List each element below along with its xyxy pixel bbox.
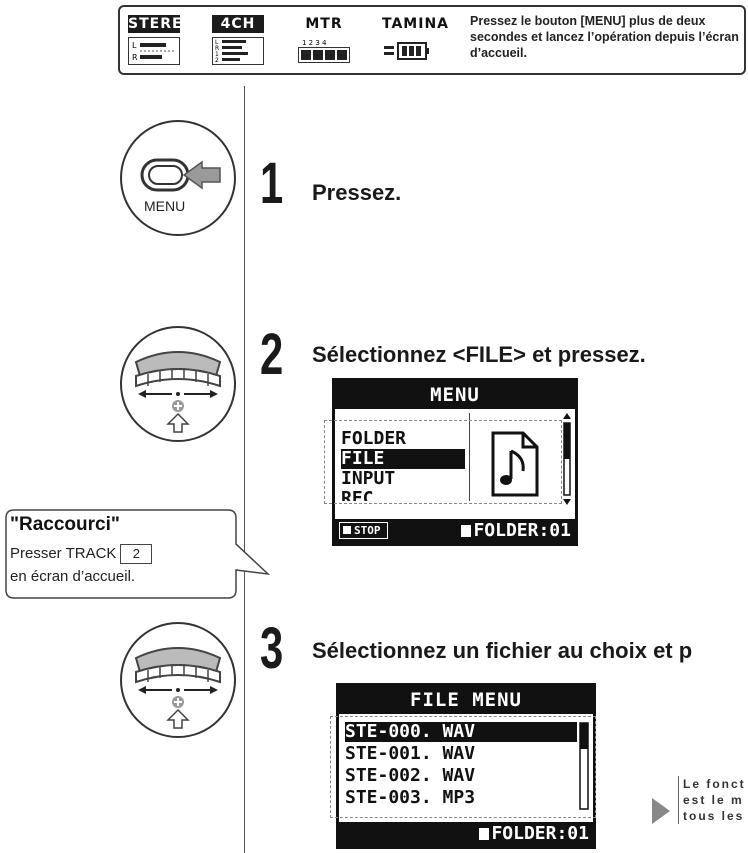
menu-lcd-screen: MENU FOLDER FILE INPUT REC STOP FOLDER:0… [332,378,578,546]
file-item-1: STE-001. WAV [345,743,476,764]
menu-folder-label: FOLDER:01 [473,520,571,541]
menu-selection-highlight [324,420,562,504]
menu-item-input: INPUT [341,468,396,489]
file-item-3: STE-003. MP3 [345,787,476,808]
stereo-ch-r: R [132,53,138,62]
4ch-ch-1: 1 [215,51,219,58]
stop-square-icon [343,526,351,534]
battery-icon [384,42,429,60]
menu-item-file: FILE [341,449,465,469]
folder-icon [479,828,490,840]
step-3-number: 3 [260,616,284,681]
mtr-track-numbers: 1 2 3 4 [302,39,327,47]
file-item-2: STE-002. WAV [345,765,476,786]
stereo-ch-l: L [132,41,137,50]
dial-illustration-step3 [120,622,236,738]
file-lcd-footer: FOLDER:01 [339,822,593,846]
stereo-meter-icon: L R [128,37,180,65]
dial-illustration-step2 [120,326,236,442]
file-folder-label: FOLDER:01 [491,823,589,844]
scroll-arrows-icon [563,413,571,505]
stop-label: STOP [354,524,381,537]
file-folder-indicator: FOLDER:01 [479,822,589,846]
step-2-text: Sélectionnez <FILE> et pressez. [312,342,646,367]
mode-4ch-label: 4CH [212,15,264,33]
file-item-0: STE-000. WAV [345,722,577,742]
scroll-dial-icon [134,351,222,433]
track-key: 2 [120,544,153,564]
file-scrollbar [579,722,589,815]
step-divider [244,86,245,853]
shortcut-line2: en écran d’accueil. [10,568,136,585]
mode-stereo: STEREO L R [128,15,196,69]
step-3-text: Sélectionnez un fichier au choix et p [312,638,693,663]
step-2-number: 2 [260,322,284,387]
callout-bubble [5,509,271,599]
menu-lcd-footer: STOP FOLDER:01 [335,519,575,543]
menu-button-label: MENU [144,198,186,214]
side-note-line3: tous les fi [683,809,748,823]
4ch-meter-icon: L R 1 2 [212,37,264,65]
file-menu-lcd-title: FILE MENU [339,686,593,714]
mode-stereo-label: STEREO [128,15,196,33]
mode-stamina: TAMINA [382,15,449,69]
4ch-ch-r: R [215,45,219,52]
menu-button-icon [140,158,221,192]
step-1-number: 1 [260,151,284,216]
side-note-line1: Le fonct [683,777,746,791]
side-note: Le fonct est le m tous les fi [678,776,748,824]
side-note-line2: est le m [683,793,744,807]
mode-bar: STEREO L R 4CH L R 1 2 MTR 1 2 3 4 [118,5,746,75]
menu-item-rec: REC [341,489,374,501]
scroll-dial-icon [134,647,222,729]
mode-4ch: 4CH L R 1 2 [212,15,264,69]
mtr-tracks-icon: 1 2 3 4 [298,39,350,63]
header-note: Pressez le bouton [MENU] plus de deux se… [470,14,739,60]
mode-mtr-label: MTR [305,16,343,32]
file-selection-highlight [330,716,596,818]
stop-indicator: STOP [339,522,388,539]
4ch-ch-l: L [215,39,219,46]
file-menu-lcd-screen: FILE MENU STE-000. WAV STE-001. WAV STE-… [336,683,596,849]
step-1-text: Pressez. [312,180,402,205]
menu-folder-indicator: FOLDER:01 [461,519,571,543]
menu-lcd-separator [469,413,470,501]
shortcut-title: "Raccourci" [10,514,120,535]
mode-stamina-label: TAMINA [382,16,449,32]
menu-lcd-title: MENU [335,381,575,409]
shortcut-line1-text: Presser TRACK [10,544,117,562]
menu-item-folder: FOLDER [341,428,407,449]
scrollbar-icon [579,722,589,810]
mode-mtr: MTR 1 2 3 4 [298,15,350,69]
play-arrow-icon [652,798,670,824]
menu-scrollbar [563,413,571,505]
menu-button-illustration: MENU [120,120,236,236]
file-document-icon [491,431,539,497]
4ch-ch-2: 2 [215,57,219,64]
folder-icon [461,525,472,537]
